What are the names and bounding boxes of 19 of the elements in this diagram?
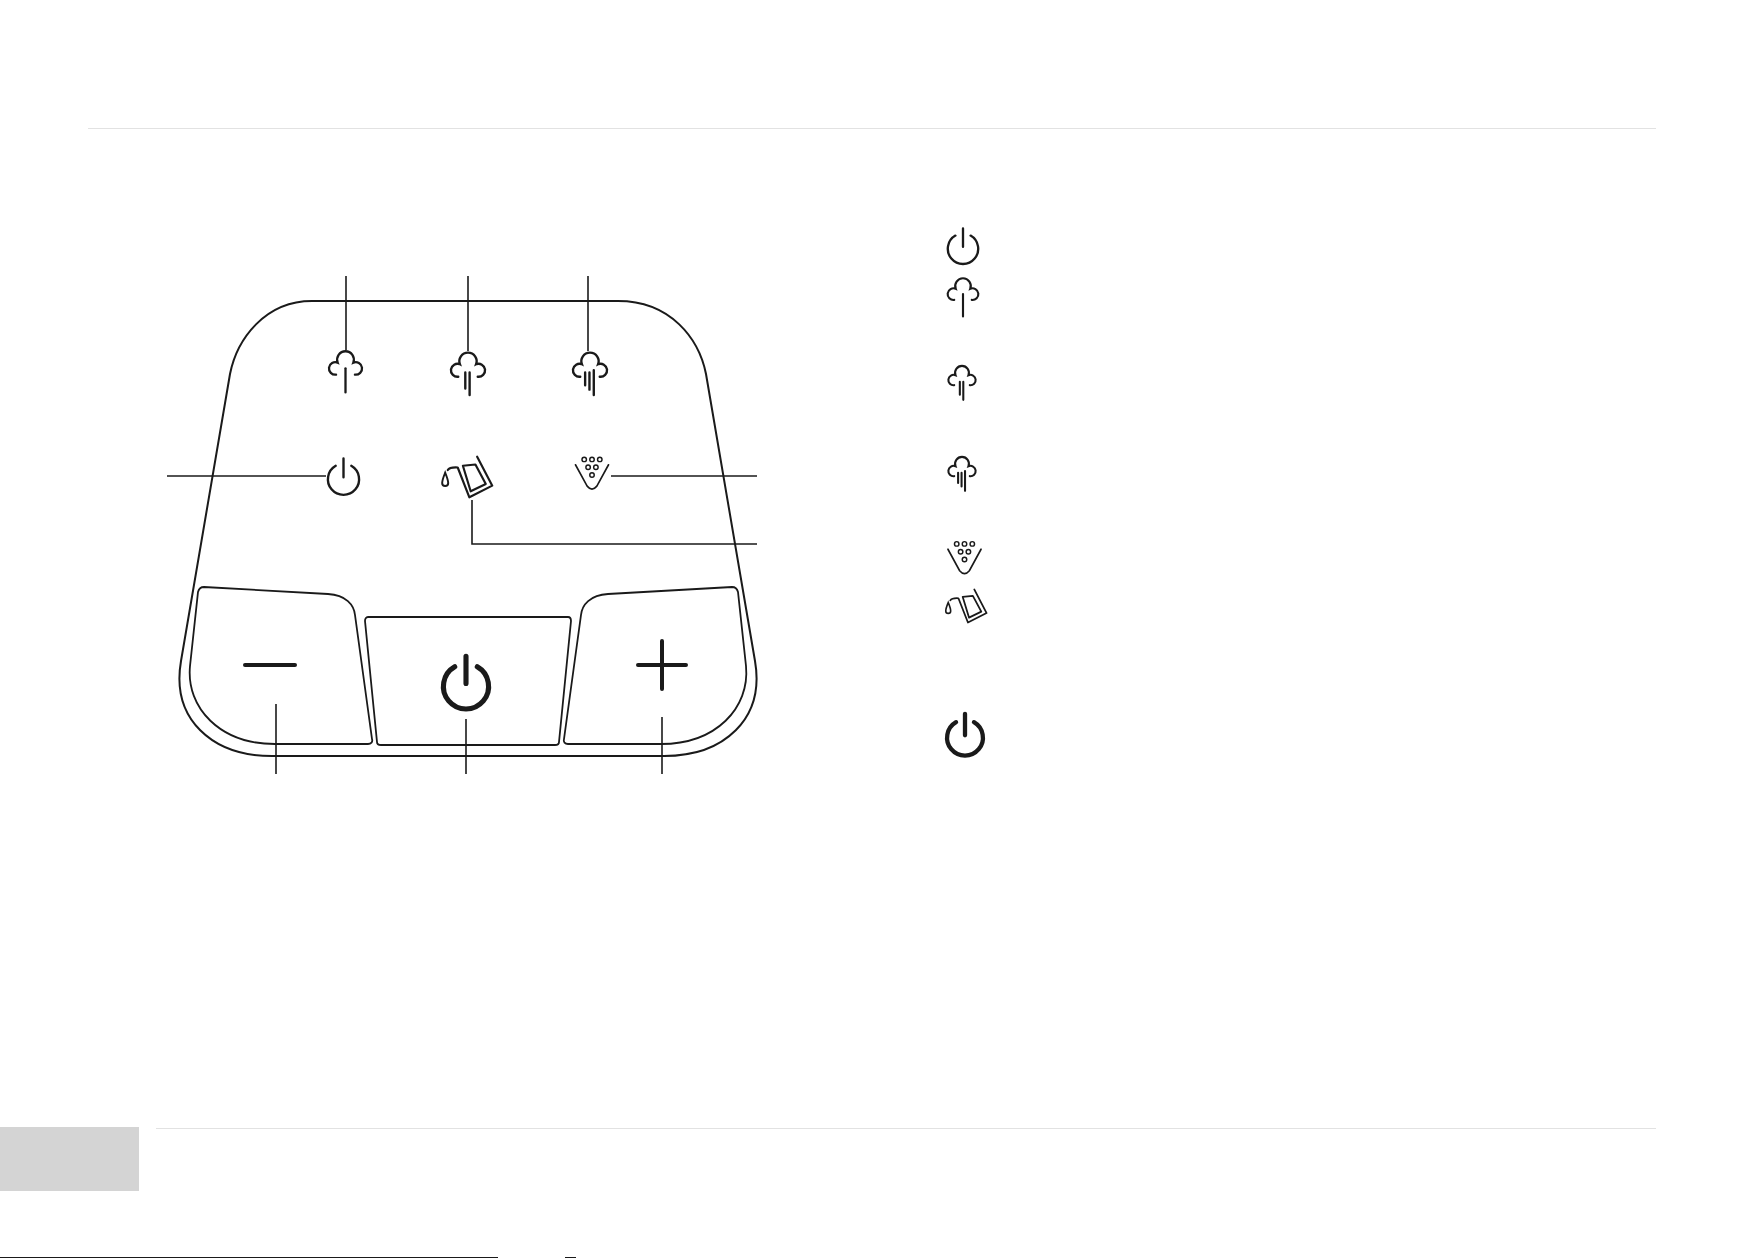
dots-funnel-icon xyxy=(573,456,611,491)
minus-button xyxy=(188,586,374,745)
steam-cloud-icon xyxy=(570,351,610,397)
leader-line xyxy=(587,275,589,352)
pouring-cup-icon xyxy=(440,454,494,500)
power-button xyxy=(364,615,572,747)
steam-cloud-icon xyxy=(326,350,365,394)
leader-line xyxy=(467,275,469,352)
plus-button xyxy=(562,586,748,745)
leader-line xyxy=(166,475,327,477)
leader-line xyxy=(661,716,663,775)
leader-line xyxy=(275,703,277,775)
leader-line xyxy=(465,718,467,775)
leader-line xyxy=(471,499,758,545)
leader-line xyxy=(345,275,347,351)
leader-line xyxy=(610,475,758,477)
control-panel xyxy=(179,301,757,756)
steam-cloud-icon xyxy=(448,351,488,397)
power-icon xyxy=(326,457,361,497)
